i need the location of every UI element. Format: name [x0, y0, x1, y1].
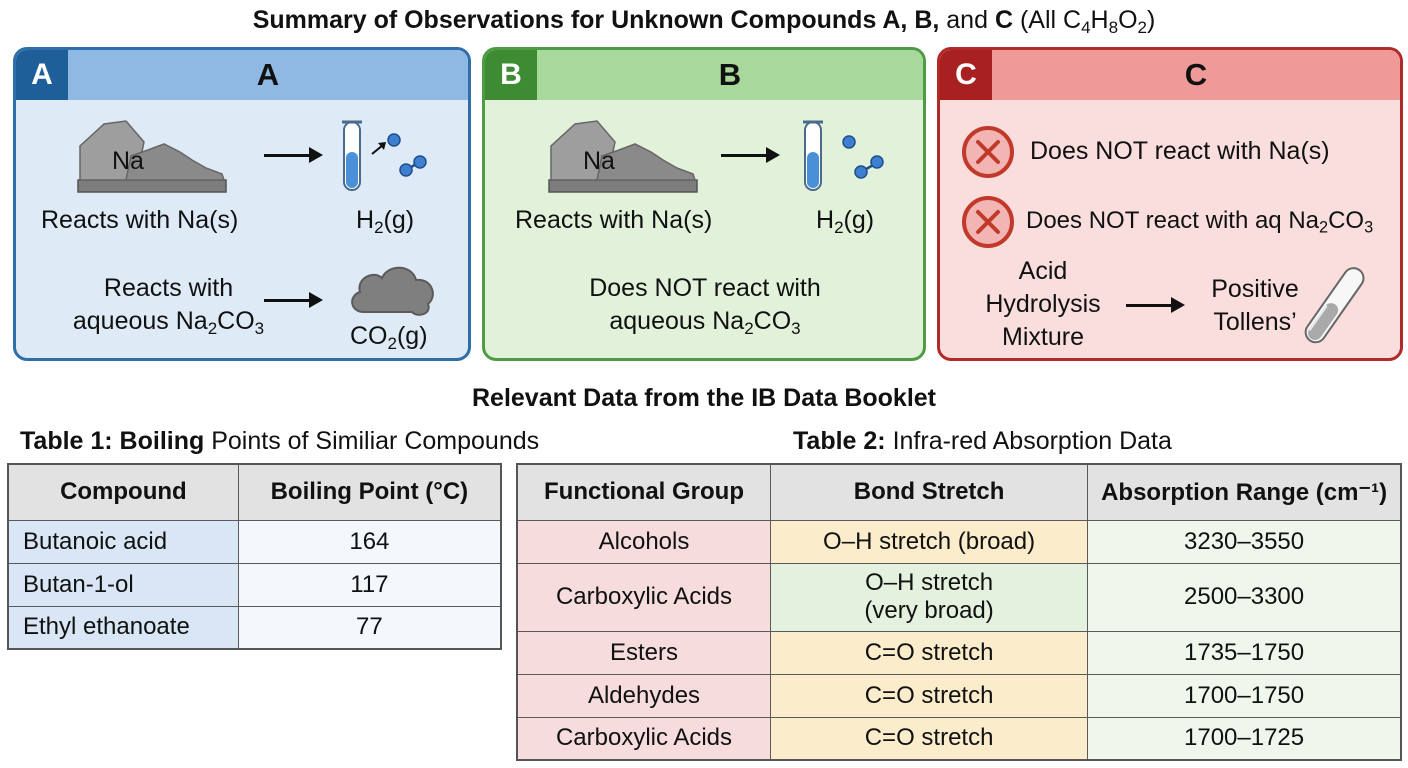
boiling-points-table: Compound Boiling Point (°C) Butanoic aci… — [7, 463, 502, 650]
table-cell: C=O stretch — [770, 673, 1089, 718]
panel-a-reacts-na: Reacts with Na(s) — [41, 206, 239, 234]
panel-c-no-na: Does NOT react with Na(s) — [1030, 137, 1330, 165]
table-header: Absorption Range (cm⁻¹) — [1087, 463, 1402, 521]
compound-c-panel: C C Does NOT react with Na(s) Does NOT r… — [937, 47, 1403, 361]
panel-a-h2-label: H2(g) — [356, 206, 415, 237]
table-cell: 1700–1725 — [1087, 716, 1402, 761]
compound-b-panel: B B Na Reacts with Na(s) H2(g) Does NOT … — [482, 47, 926, 361]
table-cell: 1735–1750 — [1087, 630, 1402, 675]
cloud-icon — [351, 266, 434, 316]
cross-circle-icon — [962, 196, 1014, 248]
panel-a-arrow-2 — [264, 292, 323, 308]
table-cell: Butanoic acid — [7, 519, 239, 564]
hydrogen-test-tube-icon — [803, 120, 884, 191]
table-row: Alcohols O–H stretch (broad) 3230–3550 — [516, 519, 1402, 564]
table-row: Aldehydes C=O stretch 1700–1750 — [516, 673, 1402, 718]
table-header: Compound — [7, 463, 239, 521]
table-cell: 1700–1750 — [1087, 673, 1402, 718]
panel-b-na-label: Na — [583, 147, 615, 175]
panel-a-co2-label: CO2(g) — [350, 322, 428, 353]
panel-b-reacts-na: Reacts with Na(s) — [515, 206, 713, 234]
panel-c-arrow — [1126, 297, 1185, 313]
table-cell: O–H stretch (broad) — [770, 519, 1089, 564]
table-row: Carboxylic Acids C=O stretch 1700–1725 — [516, 716, 1402, 761]
panel-a-heading: A — [256, 57, 280, 92]
table-header: Functional Group — [516, 463, 772, 521]
table-header: Bond Stretch — [770, 463, 1089, 521]
cross-circle-icon — [962, 126, 1014, 178]
main-title: Summary of Observations for Unknown Comp… — [252, 6, 1156, 37]
panel-c-badge: C — [940, 50, 992, 100]
table-row: Butanoic acid 164 — [7, 519, 502, 564]
table-row: Butan-1-ol 117 — [7, 562, 502, 607]
panel-b-h2-label: H2(g) — [816, 206, 875, 237]
panel-b-heading: B — [718, 57, 742, 92]
section-title: Relevant Data from the IB Data Booklet — [472, 384, 936, 412]
table-header-row: Functional Group Bond Stretch Absorption… — [516, 463, 1402, 521]
panel-a-arrow-1 — [264, 147, 323, 163]
sodium-rock-icon — [77, 120, 227, 193]
ir-absorption-table: Functional Group Bond Stretch Absorption… — [516, 463, 1402, 761]
table-header-row: Compound Boiling Point (°C) — [7, 463, 502, 521]
table1-caption: Table 1: Boiling Points of Similiar Comp… — [20, 427, 540, 455]
table-cell: 117 — [237, 562, 502, 607]
panel-a-na-label: Na — [112, 147, 144, 175]
table-cell: Butan-1-ol — [7, 562, 239, 607]
hydrogen-test-tube-icon — [342, 120, 427, 191]
title-bold: Summary of Observations for Unknown Comp… — [252, 6, 940, 34]
table-header: Boiling Point (°C) — [237, 463, 502, 521]
table-cell: 164 — [237, 519, 502, 564]
table-cell: 2500–3300 — [1087, 562, 1402, 632]
table-cell: O–H stretch(very broad) — [770, 562, 1089, 632]
panel-b-header: B B — [485, 50, 923, 100]
panel-a-header: A A — [16, 50, 468, 100]
table-cell: Esters — [516, 630, 772, 675]
panel-b-arrow-1 — [721, 147, 780, 163]
tollens-test-tube-icon — [1304, 267, 1365, 344]
table-cell: Carboxylic Acids — [516, 716, 772, 761]
table-cell: C=O stretch — [770, 630, 1089, 675]
table-cell: 77 — [237, 605, 502, 650]
table-cell: C=O stretch — [770, 716, 1089, 761]
panel-a-badge: A — [16, 50, 68, 100]
table-cell: Aldehydes — [516, 673, 772, 718]
table-cell: Carboxylic Acids — [516, 562, 772, 632]
panel-c-heading: C — [1184, 57, 1208, 92]
table-row: Carboxylic Acids O–H stretch(very broad)… — [516, 562, 1402, 632]
table-cell: Alcohols — [516, 519, 772, 564]
table-row: Ethyl ethanoate 77 — [7, 605, 502, 650]
table-cell: Ethyl ethanoate — [7, 605, 239, 650]
panel-b-badge: B — [485, 50, 537, 100]
panel-c-header: C C — [940, 50, 1400, 100]
panel-c-no-carbonate: Does NOT react with aq Na2CO3 — [1026, 207, 1374, 237]
table-row: Esters C=O stretch 1735–1750 — [516, 630, 1402, 675]
compound-a-panel: A A Na Reacts with Na(s) H2(g) Reacts wi… — [13, 47, 471, 361]
sodium-rock-icon — [548, 120, 698, 193]
table-cell: 3230–3550 — [1087, 519, 1402, 564]
table2-caption: Table 2: Infra-red Absorption Data — [793, 427, 1172, 455]
